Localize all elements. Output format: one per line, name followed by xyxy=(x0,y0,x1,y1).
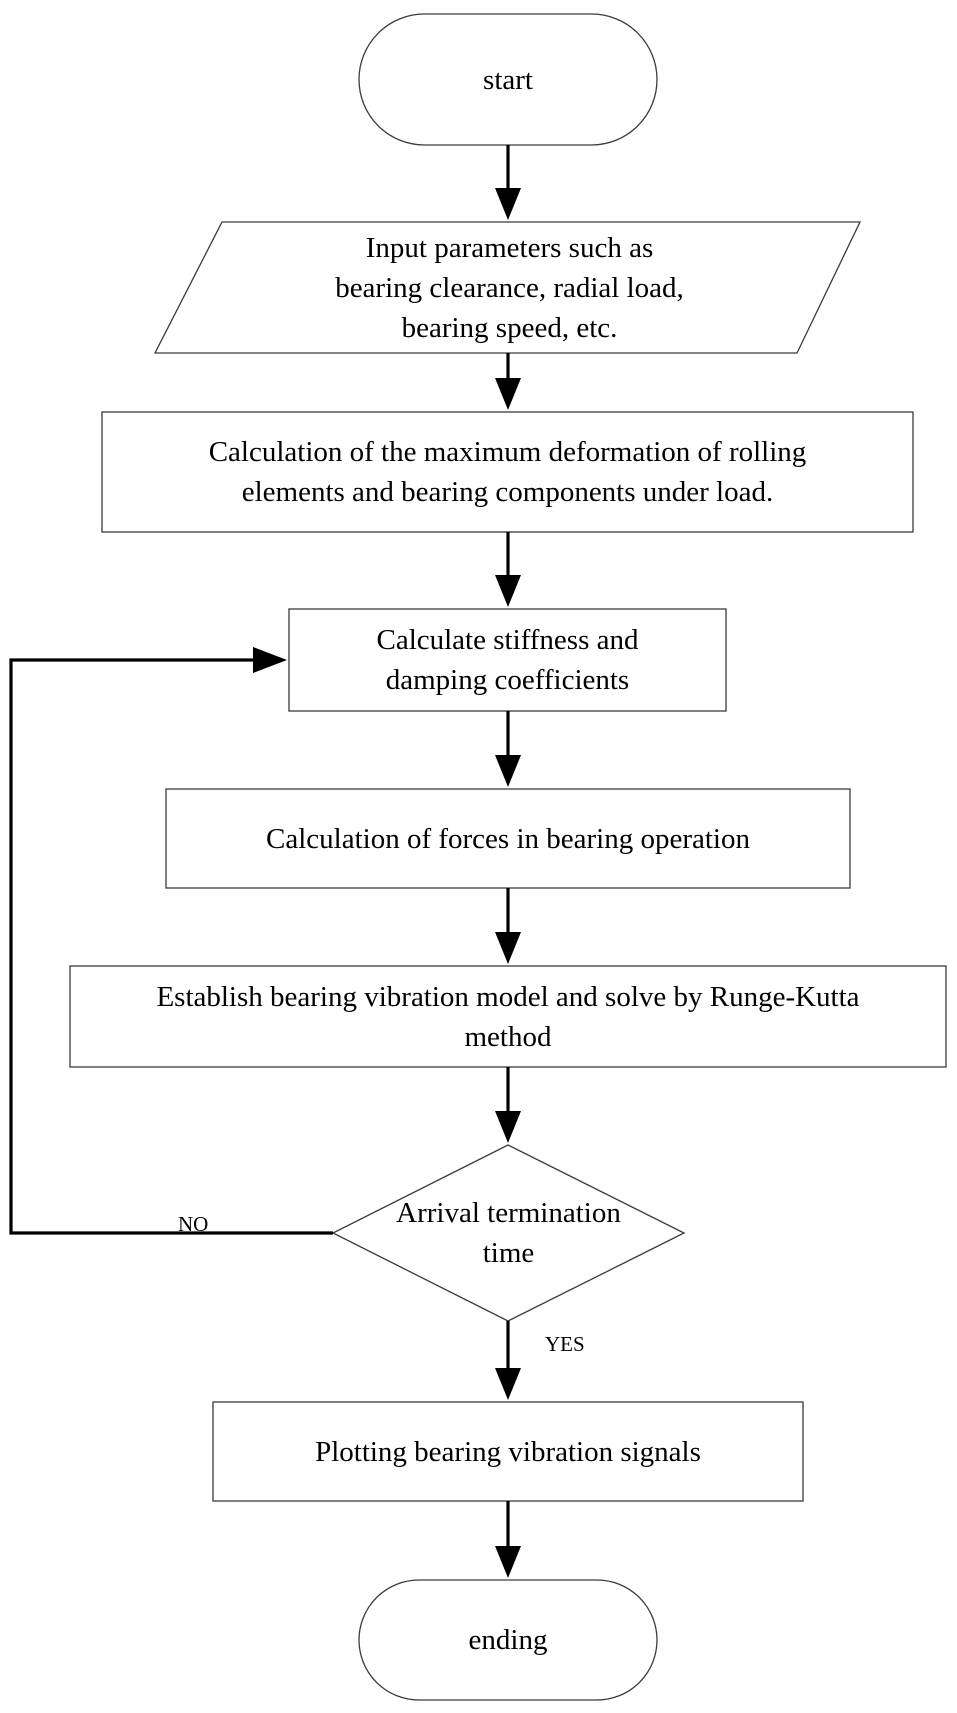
yes-edge-label: YES xyxy=(545,1332,585,1356)
end-terminal-shape xyxy=(358,1579,658,1701)
edge-decision-stiffness-loop-line xyxy=(9,658,333,1235)
plot-step-label: Plotting bearing vibration signals xyxy=(315,1435,701,1468)
edge-forces-model-arrowhead xyxy=(495,932,521,964)
forces-process-shape xyxy=(165,788,851,889)
no-edge-label: NO xyxy=(178,1212,209,1236)
input-parallelogram-shape xyxy=(153,221,862,354)
input-parameters-label: Input parameters such as bearing clearan… xyxy=(335,231,684,344)
plot-process-shape xyxy=(212,1401,804,1502)
stiffness-process-shape xyxy=(288,608,727,712)
stiffness-step-label: Calculate stiffness and damping coeffici… xyxy=(376,624,639,696)
edge-input-deformation-arrowhead xyxy=(495,378,521,410)
edge-decision-plot-arrowhead xyxy=(495,1368,521,1400)
edge-model-decision-arrowhead xyxy=(495,1111,521,1143)
forces-step-label: Calculation of forces in bearing operati… xyxy=(266,822,750,855)
deformation-step-label: Calculation of the maximum deformation o… xyxy=(208,436,807,508)
edge-start-input-arrowhead xyxy=(495,188,521,220)
model-step-label: Establish bearing vibration model and so… xyxy=(156,980,860,1053)
start-terminal-label: start xyxy=(483,63,533,96)
edge-decision-stiffness-arrowhead xyxy=(253,647,287,673)
edge-plot-end-arrowhead xyxy=(495,1546,521,1578)
edge-stiffness-forces-arrowhead xyxy=(495,755,521,787)
decision-label: Arrival termination time xyxy=(396,1197,621,1269)
deformation-process-shape xyxy=(101,411,914,533)
end-terminal-label: ending xyxy=(468,1624,548,1656)
edge-deformation-stiffness-arrowhead xyxy=(495,575,521,607)
